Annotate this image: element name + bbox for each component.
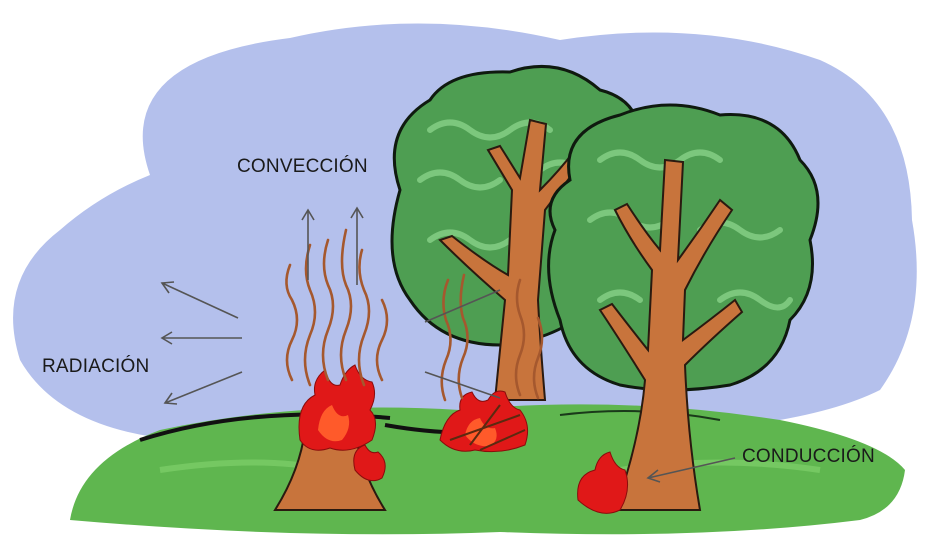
conduction-label: CONDUCCIÓN [742,445,875,467]
convection-label: CONVECCIÓN [237,155,368,177]
radiation-label: RADIACIÓN [42,355,149,377]
